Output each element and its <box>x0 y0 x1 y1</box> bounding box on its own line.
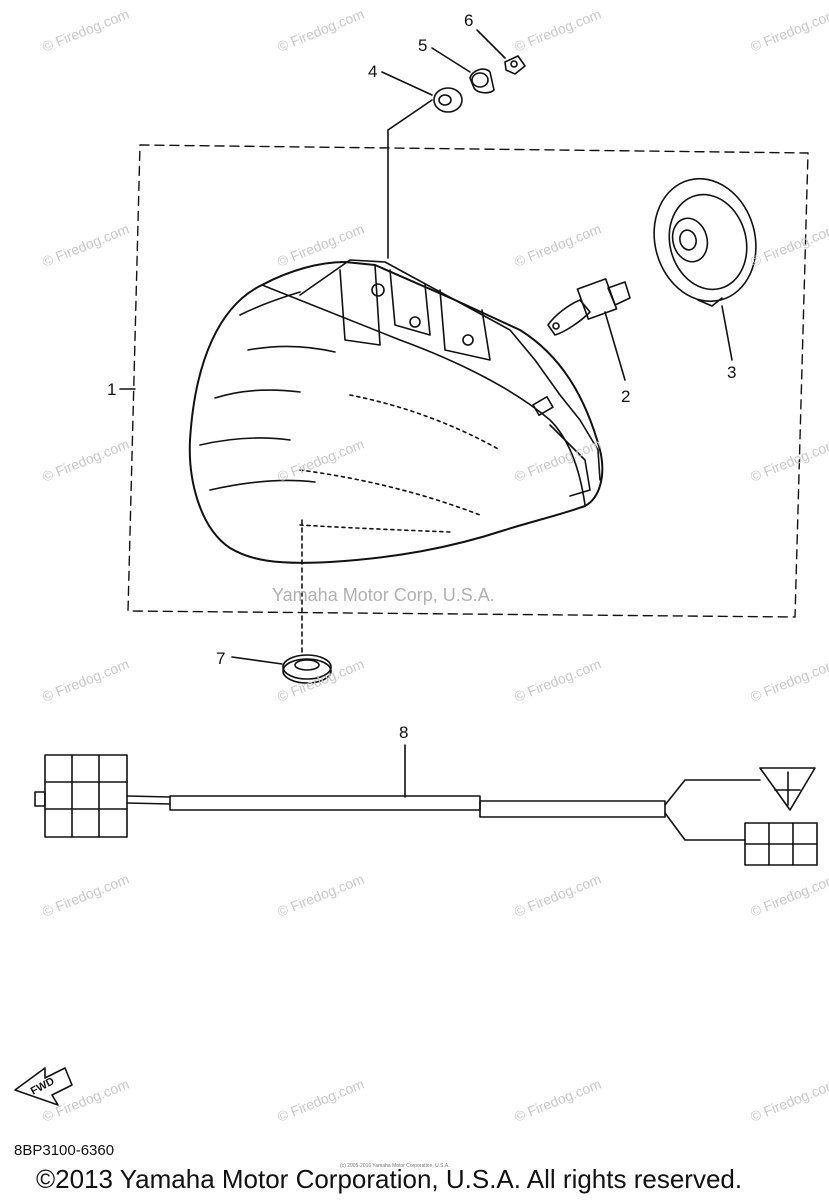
tiny-credit: (c) 2005-2016 Yamaha Motor Corporation, … <box>340 1163 450 1169</box>
copyright-notice: ©2013 Yamaha Motor Corporation, U.S.A. A… <box>36 1164 743 1194</box>
grommet-7 <box>231 654 332 684</box>
grommet-4 <box>381 71 463 113</box>
callout-1: 1 <box>107 380 117 399</box>
callout-6: 6 <box>464 11 474 30</box>
center-credit: Yamaha Motor Corp, U.S.A. <box>272 585 495 605</box>
callout-4: 4 <box>368 62 378 81</box>
nut-6 <box>476 29 526 75</box>
part-code: 8BP3100-6360 <box>14 1142 115 1159</box>
bulb-cover <box>653 177 757 361</box>
callout-7: 7 <box>216 649 226 668</box>
callout-8: 8 <box>399 723 409 742</box>
fwd-arrow-icon <box>14 1067 73 1106</box>
sub-lead-wire <box>34 744 818 866</box>
collar-5 <box>431 47 495 94</box>
headlight-housing <box>188 99 604 656</box>
callout-5: 5 <box>418 36 428 55</box>
bulb <box>547 278 631 381</box>
assembly-dashed-border <box>127 144 809 618</box>
callout-2: 2 <box>621 387 631 406</box>
callout-3: 3 <box>727 363 737 382</box>
